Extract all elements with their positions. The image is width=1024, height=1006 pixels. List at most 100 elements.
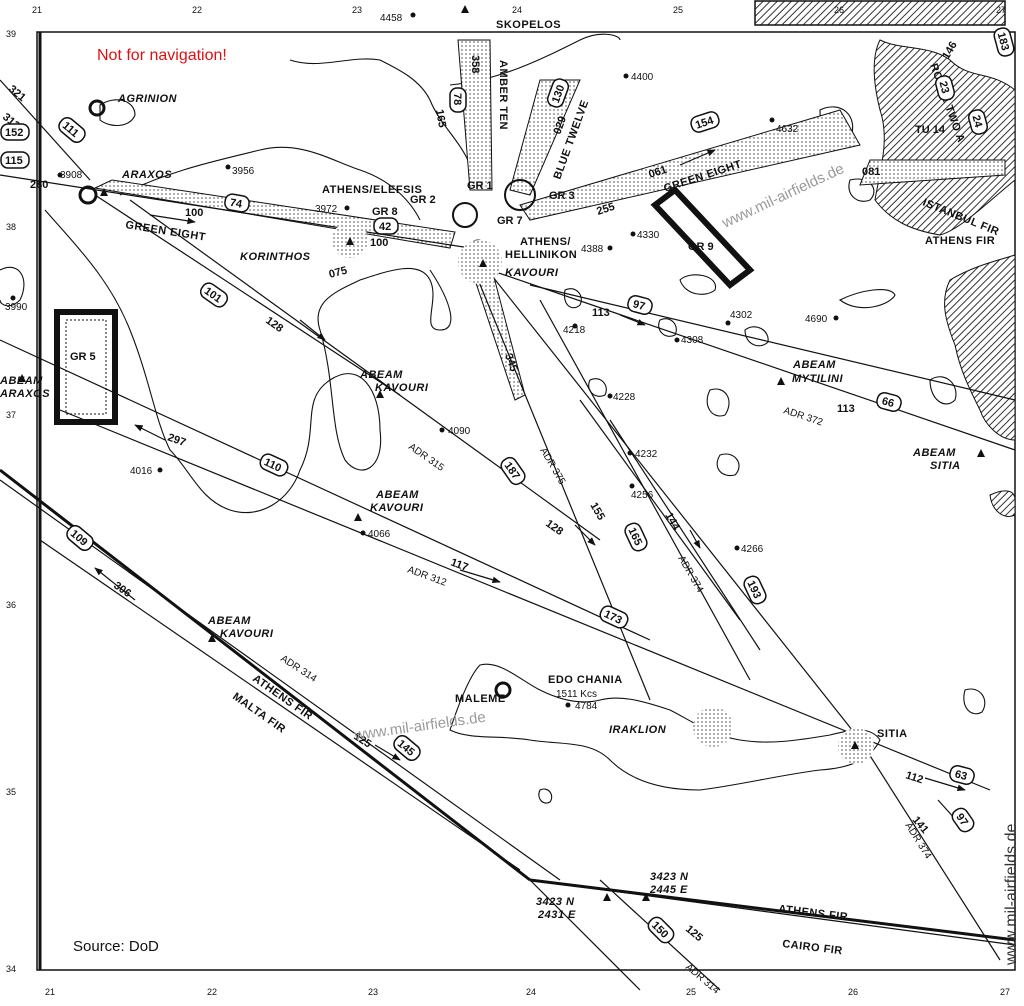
restricted-labels: GR 5 GR 9 GR 8 GR 2 GR 7 GR 3 GR 1 [70,180,714,363]
svg-text:97: 97 [631,298,646,313]
label-hellinikon-2: HELLINIKON [505,249,577,261]
grid-bottom-label: 26 [848,987,858,997]
grid-top-label: 24 [512,5,522,15]
elev-3908: 3908 [60,170,83,181]
bearing-280: 280 [30,179,48,191]
bearing-075: 075 [328,265,349,281]
grid-top-label: 27 [996,5,1006,15]
corridor-amber-ten [457,39,493,191]
elev-4266: 4266 [741,544,764,555]
bearing-165: 165 [433,108,448,128]
elevation-labels: 4458 3908 3956 3972 3990 4016 4066 4090 … [5,13,828,712]
grid-top-label: 21 [32,5,42,15]
badge-193: 193 [743,575,767,605]
label-abeam-kavouri-2: KAVOURI [370,502,424,514]
label-abeam-1: ABEAM [359,369,403,381]
route-lines [0,79,1016,991]
label-adr314: ADR 314 [278,653,318,685]
grid-bottom-label: 27 [1000,987,1010,997]
label-abeam-sitia: SITIA [930,460,961,472]
label-adr372: ADR 372 [782,405,824,428]
bearing-144: 144 [662,511,682,534]
restricted-circle-icon [452,202,478,228]
corridor-route-two-a [859,159,1006,186]
airfield-agrinion-icon [88,99,106,117]
label-athens-fir-s: ATHENS FIR [778,903,849,923]
elev-4090: 4090 [448,426,471,437]
island [716,453,740,477]
bearing-112: 112 [904,769,925,786]
grid-top-label: 26 [834,5,844,15]
notice-text: Not for navigation! [97,47,227,64]
elev-4632: 4632 [776,124,799,135]
watermark: www.mil-airfields.de [352,709,487,744]
grid-left-label: 36 [6,600,16,610]
triangle-icon [354,513,362,521]
badge-165: 165 [624,522,648,552]
elev-3990: 3990 [5,302,28,313]
label-kavouri: KAVOURI [505,267,559,279]
badge-63: 63 [949,764,975,786]
coast-north [289,58,471,166]
svg-text:97: 97 [953,811,970,828]
coast-ionian [0,266,25,307]
badge-152: 152 [0,123,30,141]
halo-kavouri-icon [458,240,502,284]
grid-top-label: 22 [192,5,202,15]
route-badges: 111 152 115 74 42 101 110 109 187 165 [0,27,1015,944]
bearing-306: 306 [111,580,133,600]
bearing-155: 155 [587,501,607,523]
elev-3956: 3956 [232,166,255,177]
restricted-area-gr5 [54,309,118,425]
grid-left-label: 37 [6,410,16,420]
bearing-arrows [94,149,966,831]
svg-text:152: 152 [5,127,23,139]
elev-4228: 4228 [613,392,636,403]
grid-bottom-label: 21 [45,987,55,997]
grid-left-label: 38 [6,222,16,232]
badge-42: 42 [373,217,399,235]
bearing-117: 117 [449,557,470,574]
badge-187: 187 [500,456,526,486]
halo-iraklion-icon [693,707,733,747]
label-maleme: MALEME [455,693,506,705]
label-green-eight-west: GREEN EIGHT [125,219,207,244]
badge-145: 145 [393,734,421,762]
elev-4218: 4218 [563,325,586,336]
airfields [78,99,874,764]
bearing-081: 081 [862,166,880,178]
badge-150: 150 [647,916,675,944]
elev-4302: 4302 [730,310,753,321]
label-cairo-fir: CAIRO FIR [782,938,844,957]
triangle-icon [18,374,26,382]
source-text: Source: DoD [73,938,159,955]
label-gr2: GR 2 [410,194,436,206]
label-korinthos: KORINTHOS [240,251,311,263]
triangle-icon [461,5,469,13]
reporting-points [18,5,985,901]
triangle-icon [777,377,785,385]
grid-labels-top: 21 22 23 24 25 26 27 [32,5,1006,15]
elev-4690: 4690 [805,314,828,325]
badge-183: 183 [993,27,1015,57]
island [658,318,677,337]
badge-130: 130 [546,78,570,108]
bearing-297: 297 [166,432,187,450]
island [929,376,957,405]
triangle-icon [100,188,108,196]
bearing-100b: 100 [370,237,388,249]
island [538,788,553,804]
triangle-icon [208,634,216,642]
bearing-125b: 125 [683,923,705,944]
restricted-circle-icon [504,179,536,211]
triangle-icon [642,893,650,901]
badge-154: 154 [690,111,720,133]
label-abeam-araxos-1: ABEAM [0,375,43,387]
label-abeam-araxos-2: ARAXOS [0,388,50,400]
bearing-358: 358 [469,55,481,73]
svg-text:154: 154 [694,114,716,131]
coast-west-island [99,99,136,126]
triangle-icon [479,259,487,267]
svg-text:63: 63 [953,768,968,783]
island [838,289,896,309]
